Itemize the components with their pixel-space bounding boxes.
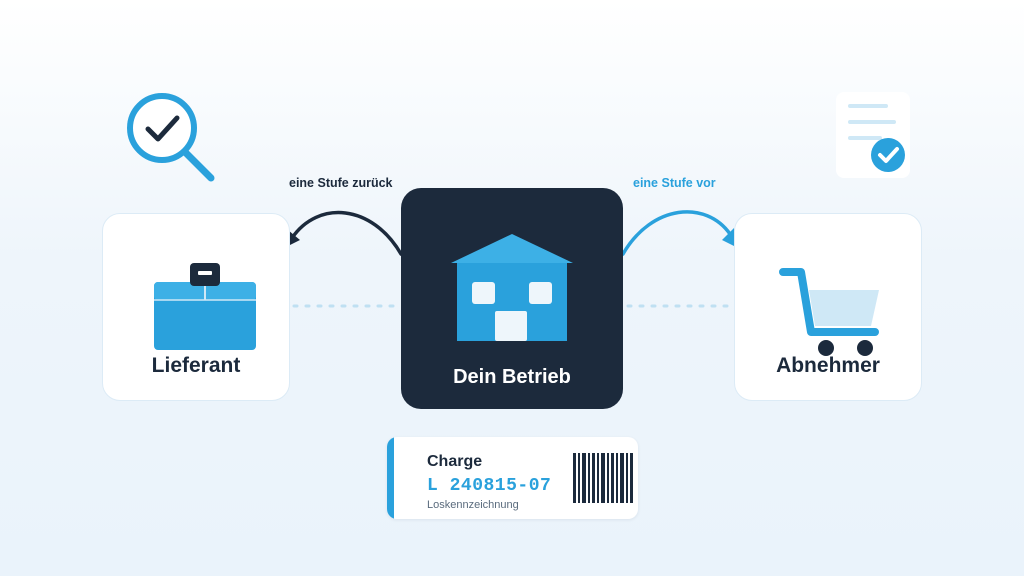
barcode-icon xyxy=(573,453,633,503)
house-icon xyxy=(451,234,573,341)
forward-arrow xyxy=(621,210,738,256)
batch-number: L 240815-07 xyxy=(427,476,552,496)
business-card: Dein Betrieb xyxy=(401,188,623,409)
forward-arrow-label: eine Stufe vor xyxy=(633,176,716,190)
batch-caption: Loskennzeichnung xyxy=(427,499,519,511)
batch-label-card: Charge L 240815-07 Loskennzeichnung xyxy=(387,437,638,519)
connector-left-dotted xyxy=(292,304,400,308)
supplier-label: Lieferant xyxy=(151,354,241,377)
magnifier-check-icon xyxy=(127,93,215,182)
supplier-card: Lieferant xyxy=(102,213,290,401)
toolbox-icon xyxy=(154,263,256,350)
business-label: Dein Betrieb xyxy=(453,366,571,388)
document-check-icon xyxy=(848,104,905,172)
batch-accent-bar xyxy=(387,437,394,519)
shopping-cart-icon xyxy=(779,268,879,356)
document-card xyxy=(836,92,910,178)
back-arrow xyxy=(284,210,403,256)
back-arrow-label: eine Stufe zurück xyxy=(289,176,393,190)
customer-label: Abnehmer xyxy=(776,354,880,377)
connector-right-dotted xyxy=(626,304,732,308)
batch-title: Charge xyxy=(427,453,483,470)
customer-card: Abnehmer xyxy=(734,213,922,401)
